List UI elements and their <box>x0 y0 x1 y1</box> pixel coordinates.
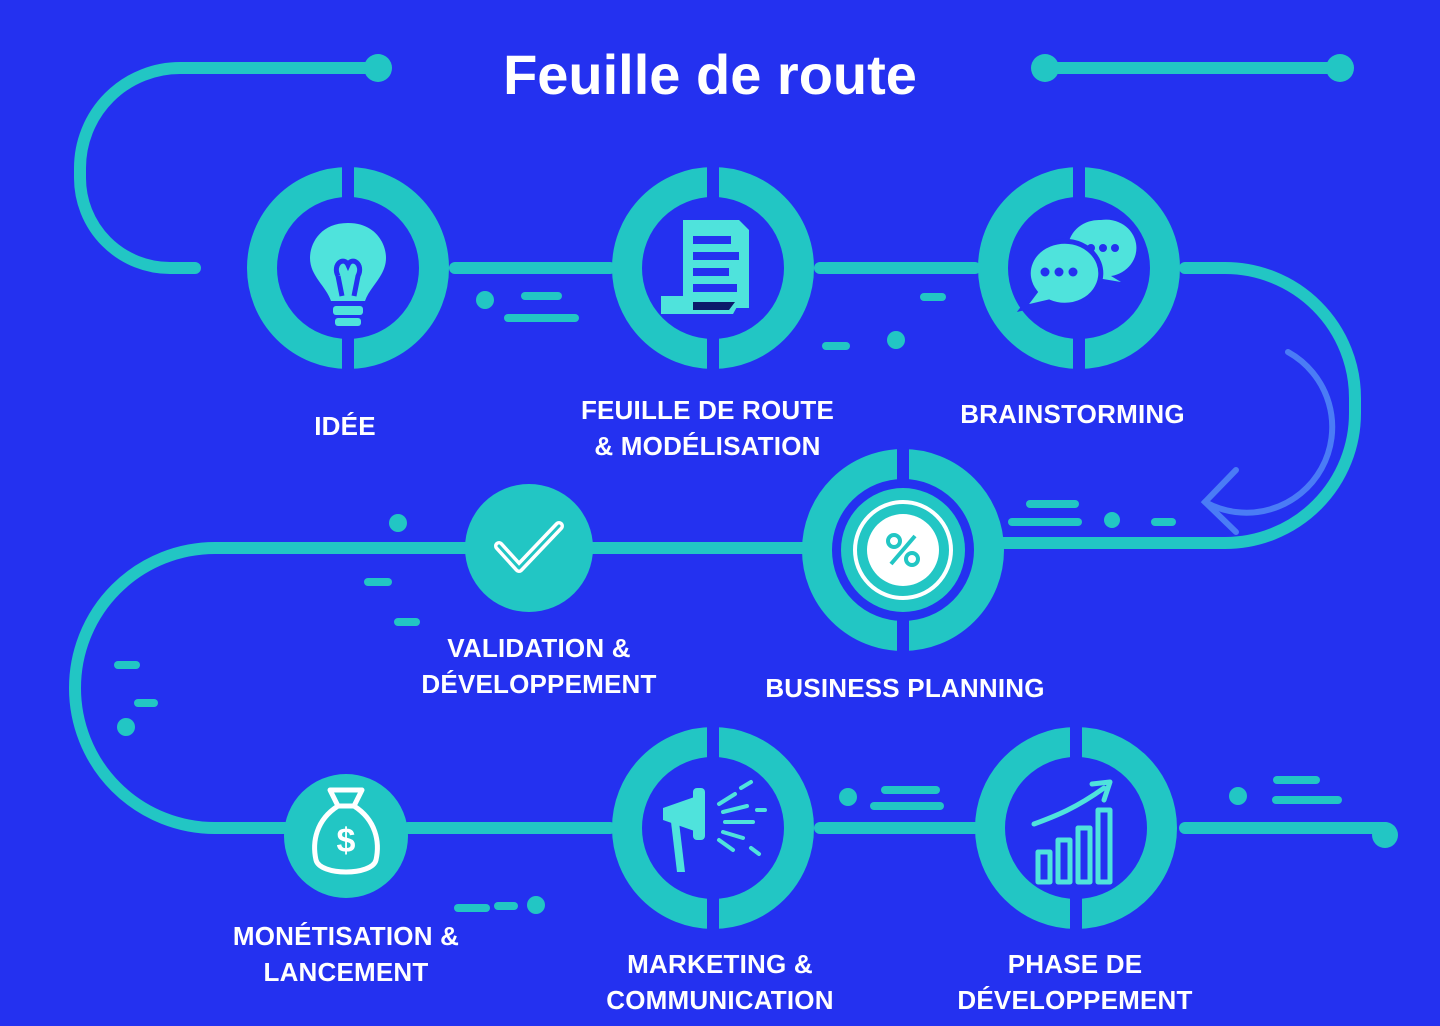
document-icon <box>661 220 749 314</box>
step-business-planning-node <box>802 440 1004 660</box>
diagram-title: Feuille de route <box>503 43 917 106</box>
step-document-node <box>612 158 814 378</box>
return-arrow-icon <box>1200 349 1336 535</box>
step-label-brainstorming: BRAINSTORMING <box>960 399 1185 429</box>
track-end-dot <box>1031 54 1059 82</box>
money-bag-icon: $ <box>312 787 380 875</box>
step-label-validation: VALIDATION & DÉVELOPPEMENT <box>421 633 657 699</box>
track-end-dot <box>364 54 392 82</box>
step-label-business-planning: BUSINESS PLANNING <box>765 673 1045 703</box>
track-top-left <box>74 62 384 274</box>
decorations <box>114 291 1342 914</box>
step-label-marketing: MARKETING & COMMUNICATION <box>606 949 834 1015</box>
step-brainstorming-node <box>978 158 1180 378</box>
growth-chart-icon <box>1031 779 1113 885</box>
step-idea-node <box>247 158 449 378</box>
step-label-phase-developpement: PHASE DE DÉVELOPPEMENT <box>957 949 1193 1015</box>
step-label-monetisation: MONÉTISATION & LANCEMENT <box>232 921 460 987</box>
step-validation-node <box>465 484 593 612</box>
step-monetisation-node: $ <box>284 774 408 898</box>
track-end-dot <box>1326 54 1354 82</box>
percent-icon <box>853 500 953 600</box>
lightbulb-icon <box>310 223 386 326</box>
step-label-idee: IDÉE <box>314 411 376 441</box>
chat-bubbles-icon <box>1016 219 1137 312</box>
track-right-loop <box>989 262 1361 549</box>
step-label-feuille-de-route: FEUILLE DE ROUTE & MODÉLISATION <box>580 395 835 461</box>
step-marketing-node <box>612 718 814 938</box>
step-phase-developpement-node <box>975 718 1177 938</box>
track-left-loop <box>68 542 474 834</box>
megaphone-icon <box>663 780 767 872</box>
svg-text:$: $ <box>337 822 356 860</box>
track-end-dot <box>1372 822 1398 848</box>
